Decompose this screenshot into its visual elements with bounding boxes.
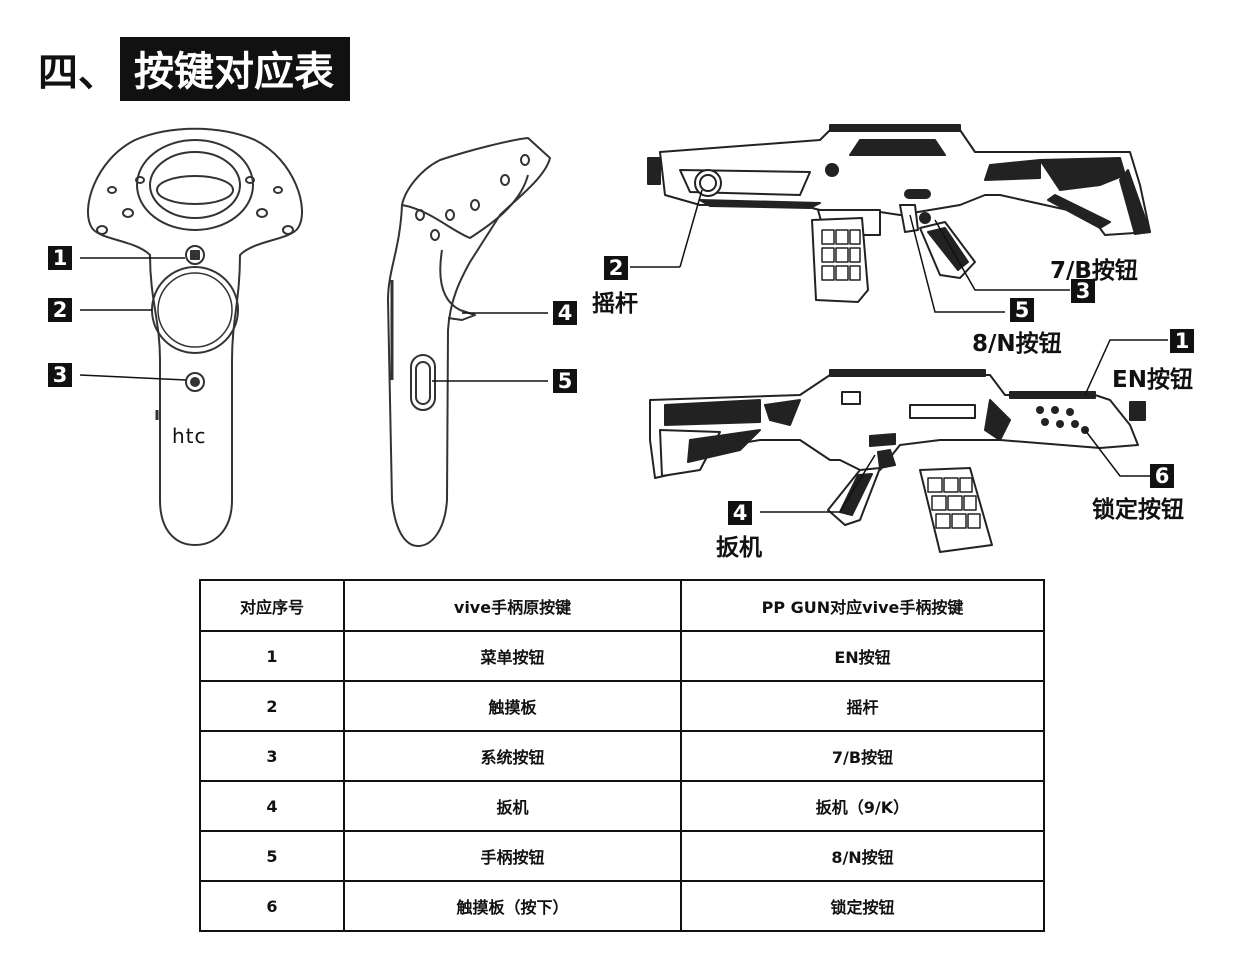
pp-gun-right-side	[647, 124, 1151, 303]
cell-vive: 触摸板（按下）	[343, 880, 682, 932]
cell-ppgun: 扳机（9/K）	[680, 780, 1045, 832]
cell-index: 3	[199, 730, 345, 782]
controller-badge-2: 2	[48, 298, 72, 322]
gun-badge-1: 1	[1170, 329, 1194, 353]
pp-gun-left-side	[649, 369, 1146, 553]
cell-ppgun: EN按钮	[680, 630, 1045, 682]
vive-controller-front	[87, 127, 303, 546]
section-heading: 四、 按键对应表	[38, 37, 350, 101]
table-header-row: 对应序号 vive手柄原按键 PP GUN对应vive手柄按键	[199, 579, 1045, 632]
cell-index: 4	[199, 780, 345, 832]
label-joystick: 摇杆	[592, 291, 638, 317]
cell-ppgun: 7/B按钮	[680, 730, 1045, 782]
cell-vive: 扳机	[343, 780, 682, 832]
cell-vive: 系统按钮	[343, 730, 682, 782]
cell-index: 2	[199, 680, 345, 732]
gun-badge-5: 5	[1010, 298, 1034, 322]
gun-badge-2: 2	[604, 256, 628, 280]
cell-index: 5	[199, 830, 345, 882]
cell-ppgun: 锁定按钮	[680, 880, 1045, 932]
cell-vive: 手柄按钮	[343, 830, 682, 882]
label-lock-button: 锁定按钮	[1092, 497, 1184, 523]
controller-badge-3: 3	[48, 363, 72, 387]
section-title: 按键对应表	[120, 37, 350, 101]
table-row: 4 扳机 扳机（9/K）	[199, 780, 1045, 832]
vive-controller-side	[387, 137, 551, 547]
table-row: 6 触摸板（按下） 锁定按钮	[199, 880, 1045, 932]
label-system-button: 7/B按钮	[1050, 258, 1138, 284]
controller-badge-1: 1	[48, 246, 72, 270]
section-number: 四、	[38, 50, 118, 96]
table-row: 2 触摸板 摇杆	[199, 680, 1045, 732]
cell-ppgun: 摇杆	[680, 680, 1045, 732]
cell-index: 1	[199, 630, 345, 682]
header-index: 对应序号	[199, 579, 345, 632]
label-grip-button: 8/N按钮	[972, 331, 1062, 357]
table-row: 5 手柄按钮 8/N按钮	[199, 830, 1045, 882]
cell-ppgun: 8/N按钮	[680, 830, 1045, 882]
table-row: 1 菜单按钮 EN按钮	[199, 630, 1045, 682]
gun-badge-6: 6	[1150, 464, 1174, 488]
button-mapping-table: 对应序号 vive手柄原按键 PP GUN对应vive手柄按键 1 菜单按钮 E…	[199, 579, 1045, 932]
cell-vive: 触摸板	[343, 680, 682, 732]
header-ppgun-button: PP GUN对应vive手柄按键	[680, 579, 1045, 632]
cell-index: 6	[199, 880, 345, 932]
controller-badge-5: 5	[553, 369, 577, 393]
label-menu-button: EN按钮	[1112, 367, 1193, 393]
label-trigger: 扳机	[716, 535, 762, 561]
htc-logo: htc	[172, 424, 207, 448]
gun-badge-4: 4	[728, 501, 752, 525]
header-vive-button: vive手柄原按键	[343, 579, 682, 632]
controller-badge-4: 4	[553, 301, 577, 325]
cell-vive: 菜单按钮	[343, 630, 682, 682]
gun-badge-3: 3	[1071, 279, 1095, 303]
table-row: 3 系统按钮 7/B按钮	[199, 730, 1045, 782]
